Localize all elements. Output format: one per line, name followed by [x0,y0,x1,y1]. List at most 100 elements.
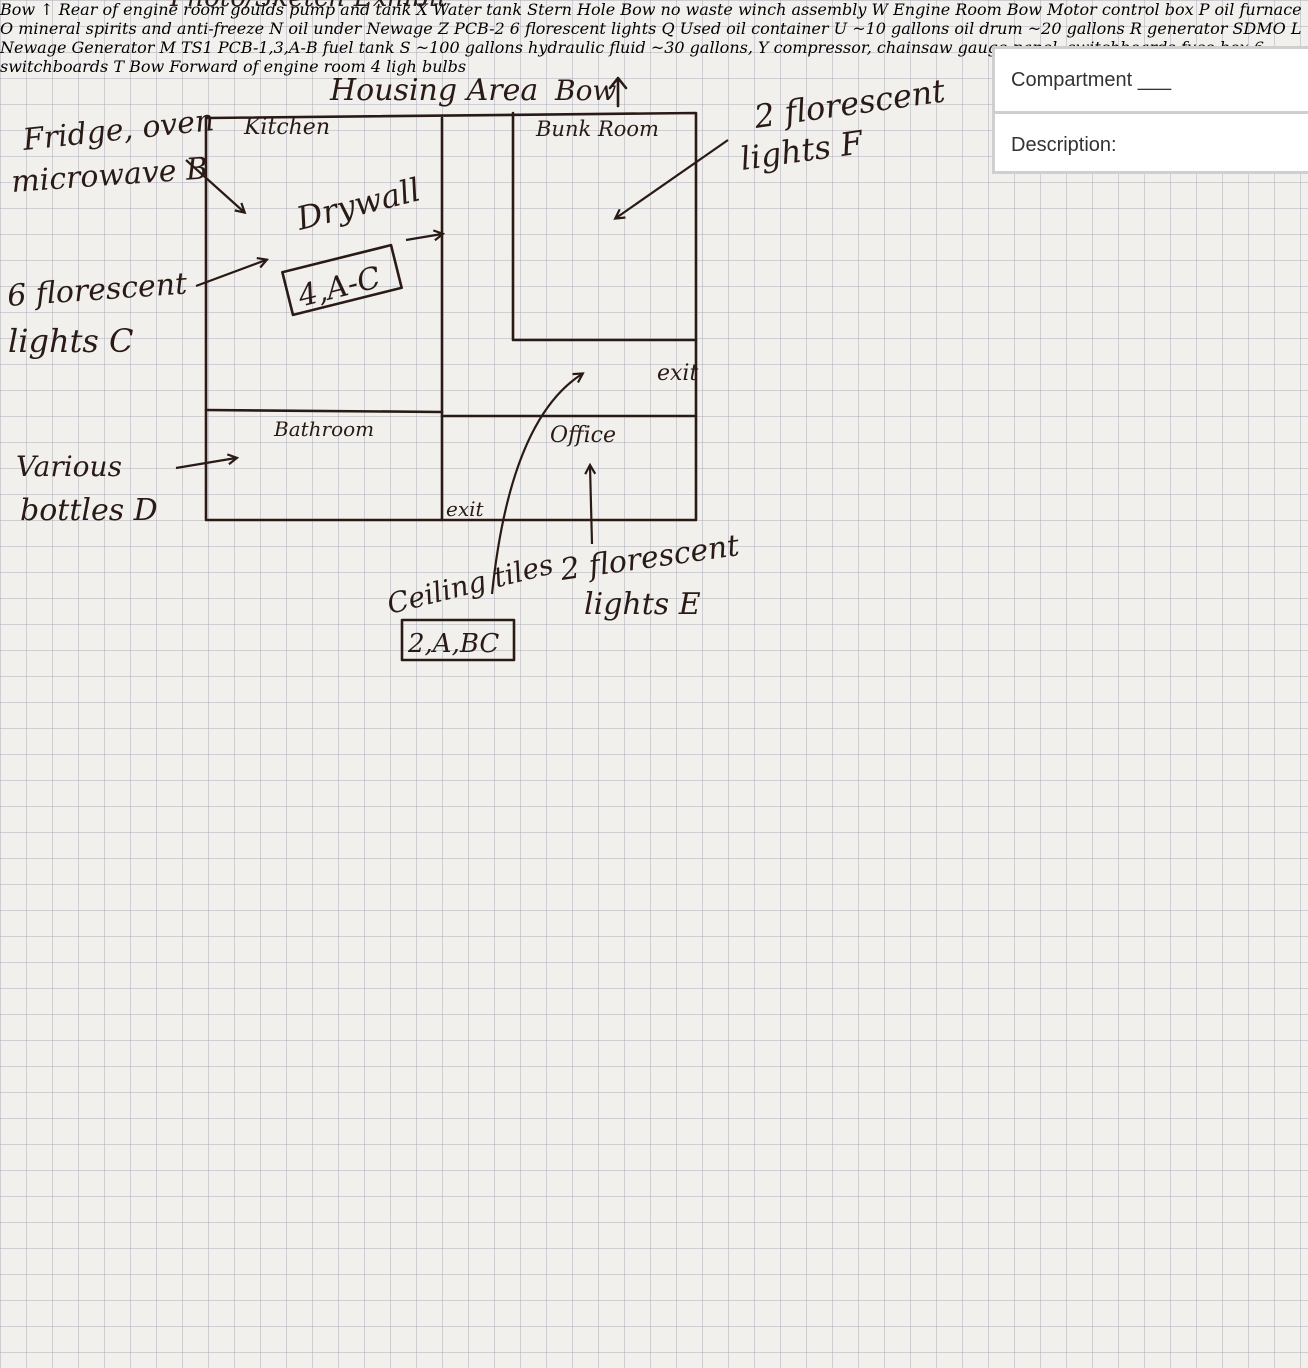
drywall-label: Drywall [292,170,424,238]
used-oil-line1: Used oil [679,19,747,38]
mineral-line1: mineral spirits [18,19,137,38]
compartment-label: Compartment ___ [1011,68,1172,91]
stern-hole-title: Stern Hole [527,0,616,19]
oil-under-arrow: 6 florescent lights Q Used oil container… [0,19,1301,76]
winch-line2: W [871,0,888,19]
stern-bow-label: Bow [620,0,656,19]
newage-gen-line1: Newage Generator [0,38,155,57]
housing-outline [204,111,698,522]
oil-furnace-arrow: mineral spirits and anti-freeze N oil un… [0,19,1301,76]
compartment-form: Compartment ___ Description: [992,46,1308,174]
winch-line1: winch assembly [737,0,867,19]
fluor-e-line1: 2 florescent [557,528,742,588]
mineral-line3: N [269,19,284,38]
stern-hole-diagram: Stern Hole Bow no waste [527,0,738,19]
fridge-callout-line2: microwave B [10,151,209,200]
oil-drum-line2: ~20 gallons R [1027,19,1142,38]
hydraulic-line3: compressor, chainsaw [773,38,953,57]
drywall-tag-box [281,243,403,317]
engine-bow-label: Bow [1006,0,1042,19]
gauge-line3: T [113,57,124,76]
water-tank-box: Water tank [433,0,527,19]
bathroom-label: Bathroom [273,417,374,441]
fluor-e-line2: lights E [584,587,701,622]
compartment-field[interactable]: Compartment ___ [995,49,1308,111]
bow-arrow-icon [608,76,628,108]
rear-engine-title: Bow ↑ Rear of engine room [0,0,226,19]
used-oil-line2: container U [751,19,848,38]
kitchen-label: Kitchen [243,115,330,140]
bottles-line2: bottles D [20,493,158,528]
light-bulbs-line2: bulbs [421,57,467,76]
fluor-q-line1: 6 florescent [509,19,606,38]
drywall-arrow [405,234,442,240]
mineral-arrow: oil under Newage Z PCB-2 6 florescent li… [0,19,1301,76]
pcb2-tag-box: PCB-2 6 florescent lights Q Used oil con… [0,19,1301,76]
forward-engine-room-diagram: Bow Forward of engine room 4 ligh bulbs [129,57,466,76]
oil-under-line1: oil under Newage [288,19,433,38]
housing-bow-label: Bow [554,74,616,107]
fuel-tank-line2: ~100 gallons [415,38,523,57]
oil-under-line2: Z [437,19,449,38]
bunk-room-label: Bunk Room [535,117,659,141]
light-bulbs-line1: 4 ligh [370,57,417,76]
forward-engine-title: Forward of engine room [169,57,366,76]
motor-control-line1: Motor control [1047,0,1160,19]
fridge-arrow [185,159,244,212]
forward-bow-arrow-icon: Forward of engine room 4 ligh bulbs [169,57,466,76]
bottles-line1: Various [16,450,122,483]
bottles-arrow [175,458,236,470]
forward-bow-label: Bow [129,57,165,76]
used-oil-line3: ~10 gallons [852,19,950,38]
bunk-room-outline [511,111,698,342]
hydraulic-line1: hydraulic fluid [528,38,646,57]
goulds-pump-box: goulds pump and tank X Water tank [230,0,527,19]
drywall-tag: 4,A-C [294,260,384,314]
hydraulic-line2: ~30 gallons, Y [650,38,769,57]
motor-control-box: Motor control box P oil furnace O minera… [0,0,1302,76]
housing-area-diagram: Housing Area Bow Kitchen Bunk Room Bathr… [204,73,698,522]
fridge-callout-line1: Fridge, oven [20,103,216,158]
pcb1-tag: PCB-1,3,A-B [217,38,318,57]
fluor-c-line2: lights C [8,322,134,360]
engine-bow-arrow-icon: Motor control box P oil furnace O minera… [0,0,1302,76]
description-field[interactable]: Description: [995,111,1308,176]
fluor-c-arrow [195,260,266,288]
exit-right-label: exit [657,361,698,386]
rear-engine-room-diagram: Bow ↑ Rear of engine room goulds pump an… [0,0,527,19]
exit-bottom-label: exit [446,497,485,521]
ceiling-tag: 2,A,BC [407,629,499,659]
fluor-e-arrow [590,466,592,545]
header-partial: Photo/Sketch Exhibit [169,0,448,13]
bathroom-divider [204,408,444,414]
fuel-tank-line1: fuel tank S [322,38,411,57]
fluor-c-line1: 6 florescent [6,266,189,314]
no-waste-label: no waste [660,0,733,19]
water-tank-arrow: Water tank [433,0,527,19]
stern-bow-arrow-icon: no waste [661,0,738,19]
goulds-label: goulds pump and tank X [230,0,428,19]
motor-control-arrow: oil furnace O mineral spirits and anti-f… [0,0,1302,76]
housing-title: Housing Area [329,73,538,108]
motor-control-line2: box P [1164,0,1210,19]
description-label: Description: [1011,133,1117,156]
ceiling-tag-box [400,618,516,662]
fluor-q-line2: lights Q [610,19,675,38]
engine-room-diagram: winch assembly W Engine Room Bow Motor c… [0,0,1302,76]
office-label: Office [550,423,616,448]
winch-arrow: Engine Room Bow Motor control box P oil … [0,0,1302,76]
ceiling-tiles-label: Ceiling tiles [384,548,557,621]
pcb2-tag: PCB-2 [454,19,505,38]
engine-room-outline: Motor control box P oil furnace O minera… [0,0,1302,76]
newage-gen-line2: M TS1 [159,38,213,57]
oil-drum-line1: oil drum [954,19,1023,38]
water-tank-label: Water tank [432,0,523,19]
generator-label: generator [1146,19,1228,38]
forward-engine-outline: 4 ligh bulbs [371,57,466,76]
rear-engine-outline: goulds pump and tank X Water tank [230,0,527,19]
stern-hole-outline: no waste [661,0,738,19]
sdmo-label: SDMO L [1232,19,1302,38]
fluor-f-arrow [616,139,729,218]
engine-room-title: Engine Room [893,0,1002,19]
